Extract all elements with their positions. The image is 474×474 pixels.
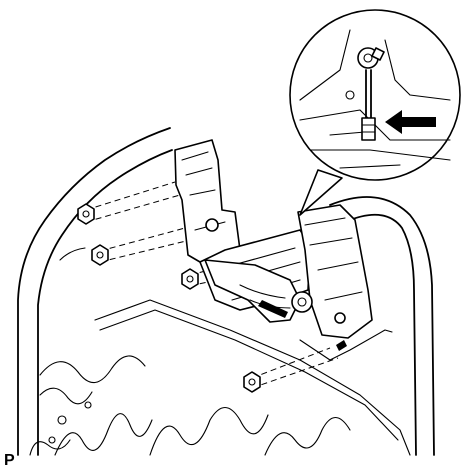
nut-3 — [181, 268, 199, 290]
alignment-lines — [85, 181, 339, 389]
figure-code: P — [4, 452, 15, 469]
nut-1 — [77, 203, 95, 225]
arrow-left-icon — [385, 110, 436, 134]
callout-bolt — [357, 47, 385, 141]
nut-4 — [243, 371, 261, 393]
detail-callout — [289, 9, 461, 216]
recliner-assembly — [174, 139, 373, 351]
nut-2 — [91, 244, 109, 266]
seat-frame — [17, 127, 435, 456]
